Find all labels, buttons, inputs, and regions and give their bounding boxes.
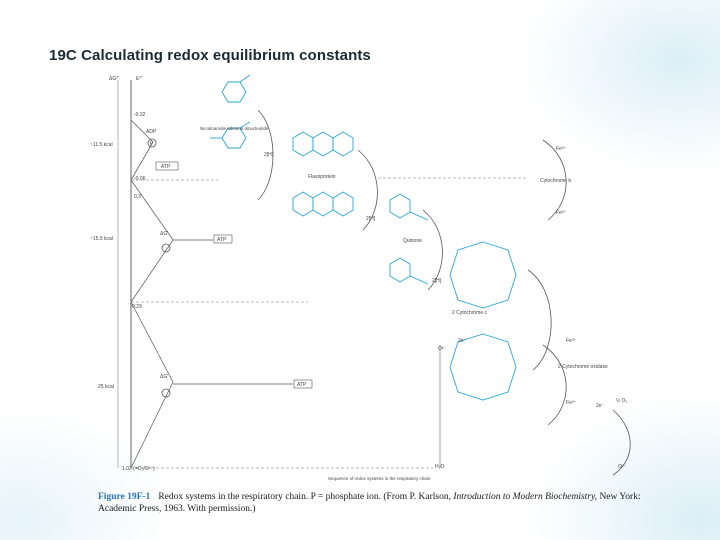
atp-box (155, 161, 179, 171)
axis-label-dg: ΔG°' (109, 76, 119, 82)
cytochrome-b-label: Cytochrome b (540, 178, 571, 184)
atp-label: ATP (161, 164, 171, 170)
atp-label: ATP (297, 382, 307, 388)
quinone-structure (389, 193, 429, 285)
energy-label: ~15.5 kcal (90, 236, 113, 242)
caption-text-end: New York: Academic Press, 1963. With per… (98, 492, 641, 514)
potential-tick: 0.29 (132, 304, 142, 310)
atp-box (213, 234, 233, 244)
descent-line (130, 381, 174, 469)
delta-g-mark: ΔG' (160, 231, 168, 237)
flavoprotein-structure (292, 131, 354, 217)
redox-arrows (257, 109, 631, 476)
potential-tick: -0.32 (134, 112, 146, 118)
caption-book-title: Introduction to Modern Biochemistry, (453, 492, 598, 502)
cytochrome-c-label: 2 Cytochrome c (452, 310, 488, 316)
energy-label: 25 kcal (98, 384, 114, 390)
fe2-label: Fe²⁺ (566, 400, 577, 406)
adp-label: ADP (146, 129, 157, 135)
potential-tick-bottom: 1.02 (=O₂/O²⁻) (122, 466, 155, 472)
electron-label: 2e⁻ (458, 338, 467, 344)
cytochrome-oxidase-label: 2 Cytochrome oxidase (558, 364, 608, 370)
o2-minus-label: O²⁻ (438, 346, 447, 352)
water-label: H₂O (435, 464, 445, 470)
slide-title: 19C Calculating redox equilibrium consta… (49, 47, 371, 64)
oxygen-label: ½ O₂ (616, 397, 627, 404)
phosphate-circle (161, 243, 171, 253)
cytochrome-c-structure (449, 241, 517, 401)
caption-label: Figure 19F-1 (98, 492, 151, 502)
phosphate-circle (147, 138, 157, 148)
potential-tick: 0.3 (134, 194, 141, 200)
fe3-label: Fe³⁺ (556, 146, 567, 152)
fe2-label: Fe²⁺ (556, 210, 567, 216)
delta-g-mark: ΔG' (160, 374, 168, 380)
nad-structure (210, 74, 251, 149)
descent-line (130, 301, 174, 383)
quinone-label: Quinone (403, 238, 422, 244)
phosphate-label: P (150, 141, 154, 147)
h2-label: 2[H] (432, 278, 442, 284)
descent-line (130, 141, 154, 181)
sequence-note: Sequence of redox systems in the respira… (328, 476, 431, 481)
potential-tick: -0.06 (134, 176, 146, 182)
atp-box (293, 379, 313, 389)
descent-line (130, 239, 174, 303)
descent-line (130, 119, 154, 143)
h2-label: 2[H] (264, 152, 274, 158)
caption-text: Redox systems in the respiratory chain. … (158, 492, 454, 502)
axis-label-e: E°' (136, 76, 142, 82)
figure-caption: Figure 19F-1 Redox systems in the respira… (98, 491, 658, 515)
energy-label: ~11.5 kcal (90, 142, 113, 148)
phosphate-circle (161, 388, 171, 398)
o2-minus-label: O²⁻ (618, 464, 627, 470)
atp-label: ATP (217, 237, 227, 243)
fe3-label: Fe³⁺ (566, 338, 577, 344)
nad-label: Nicotinamide adenine dinucleotide (200, 126, 269, 131)
respiratory-chain-figure: ΔG°' E°' -0.32 -0.06 0.3 0.29 1.02 (=O₂/… (88, 70, 648, 488)
flavoprotein-label: Flavoprotein (308, 174, 336, 180)
descent-line (130, 179, 174, 241)
two-e-label: 2e⁻ (596, 403, 605, 409)
